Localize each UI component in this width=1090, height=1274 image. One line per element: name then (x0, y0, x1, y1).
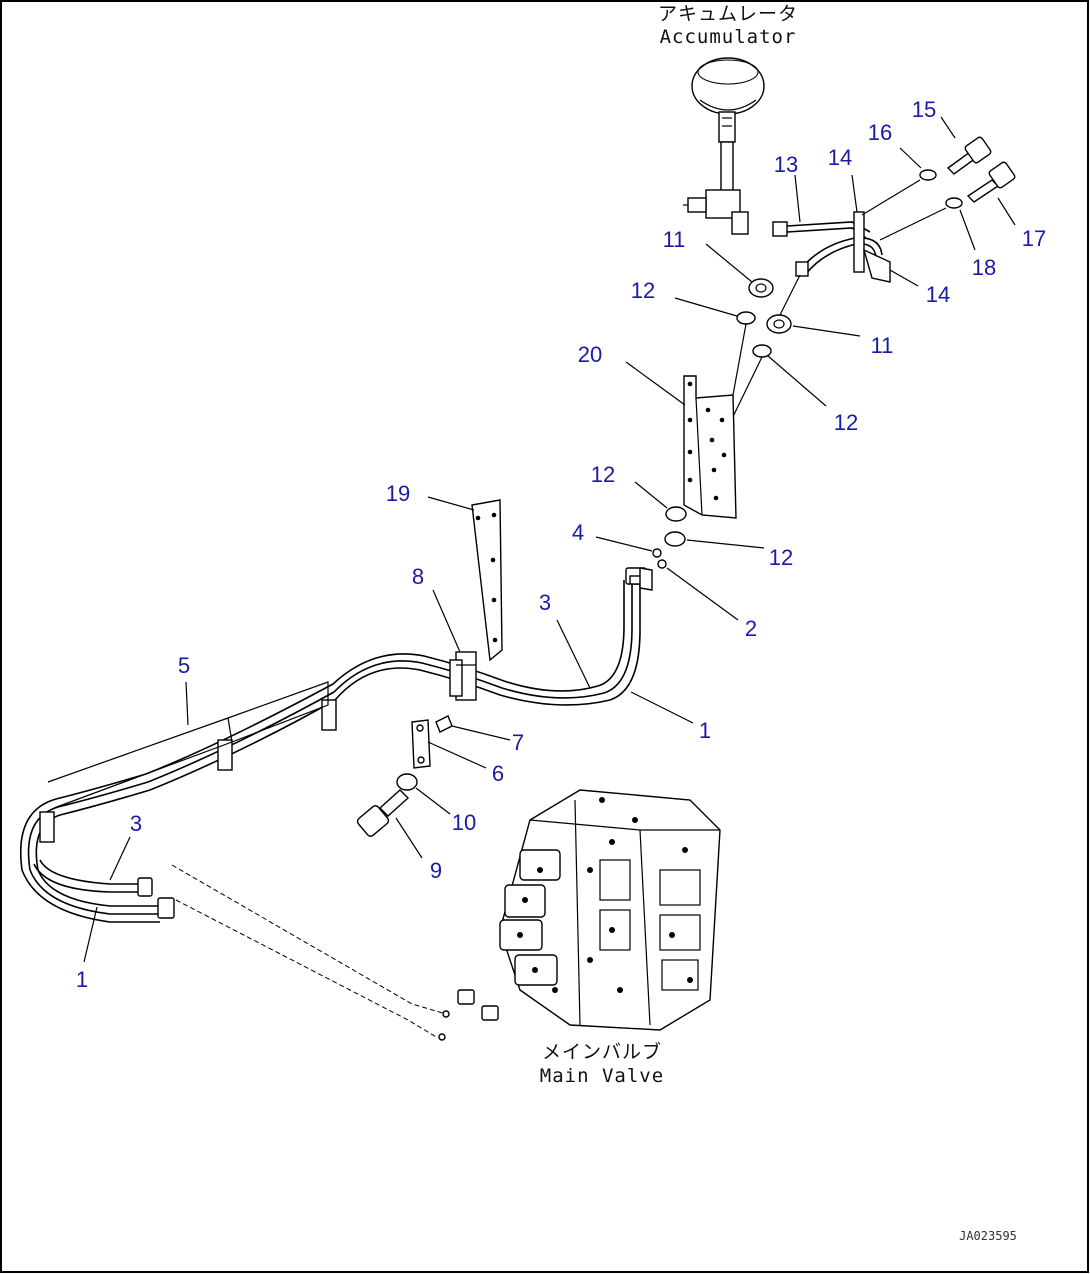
plate-6 (411, 719, 431, 769)
leader-washer-18 (879, 207, 947, 241)
bolt-17 (966, 161, 1016, 203)
callout-5: 5 (178, 653, 190, 678)
accumulator (683, 57, 765, 235)
callout-1-left: 1 (76, 967, 88, 992)
callout-19: 19 (386, 481, 410, 506)
leader-washer-16 (861, 179, 921, 216)
washer-16 (919, 169, 937, 181)
callout-17: 17 (1022, 226, 1046, 251)
callout-2: 2 (745, 616, 757, 641)
washer-10 (396, 773, 418, 791)
nut-11-upper (748, 278, 774, 298)
bolt-15 (946, 136, 992, 175)
callout-18: 18 (972, 255, 996, 280)
washer-12-d (664, 531, 686, 547)
callout-12-right: 12 (834, 410, 858, 435)
callout-13: 13 (774, 152, 798, 177)
callout-7: 7 (512, 730, 524, 755)
nut-11-lower (766, 314, 792, 334)
port-fitting-a (457, 989, 475, 1005)
leader-nut-11-lower (779, 274, 801, 316)
callout-14-upper: 14 (828, 145, 852, 170)
callout-3-lower: 3 (130, 811, 142, 836)
callout-11-upper: 11 (663, 227, 686, 252)
washer-18 (945, 197, 963, 209)
bracket-20 (683, 375, 737, 519)
port-oring-a (442, 1010, 450, 1018)
bolt-7 (435, 715, 453, 733)
callout-9: 9 (430, 858, 442, 883)
callout-1-right: 1 (699, 718, 711, 743)
main-valve (499, 789, 721, 1031)
callout-11-lower: 11 (871, 333, 894, 358)
bolt-9 (356, 789, 410, 837)
callout-14-lower: 14 (926, 282, 950, 307)
callout-12-upper: 12 (631, 278, 655, 303)
callout-6: 6 (492, 761, 504, 786)
leader-washer-12a (732, 323, 747, 396)
port-oring-b (438, 1033, 446, 1041)
drawing-reference: JA023595 (959, 1229, 1017, 1243)
leader-lines (83, 116, 1016, 963)
main-valve-caption-ja: メインバルブ (542, 1040, 662, 1063)
callout-16: 16 (868, 120, 892, 145)
washer-12-b (752, 344, 772, 358)
callout-20: 20 (578, 342, 602, 367)
dashed-connection-lower (175, 899, 439, 1039)
guard-5 (47, 681, 329, 809)
callout-numbers: 15 16 13 14 17 18 14 11 12 11 20 12 19 1… (76, 97, 1046, 992)
bracket-19 (471, 499, 503, 662)
accumulator-caption-en: Accumulator (660, 26, 797, 48)
callout-3-upper: 3 (539, 590, 551, 615)
callout-10: 10 (452, 810, 476, 835)
accumulator-caption-ja: アキュムレータ (658, 3, 798, 25)
washer-12-a (736, 311, 756, 325)
tube-13-assembly (772, 211, 891, 283)
hose-1-and-3 (20, 567, 653, 923)
callout-15: 15 (912, 97, 936, 122)
main-valve-caption-en: Main Valve (540, 1065, 664, 1087)
fitting-2 (657, 559, 667, 569)
callout-12-left: 12 (591, 462, 615, 487)
plug-4 (652, 548, 662, 558)
callout-12-lower: 12 (769, 545, 793, 570)
dashed-connection-upper (171, 864, 447, 1015)
clamp-8 (449, 651, 477, 701)
port-fitting-b (481, 1005, 499, 1021)
washer-12-c (665, 506, 687, 522)
callout-4: 4 (572, 520, 584, 545)
callout-8: 8 (412, 564, 424, 589)
